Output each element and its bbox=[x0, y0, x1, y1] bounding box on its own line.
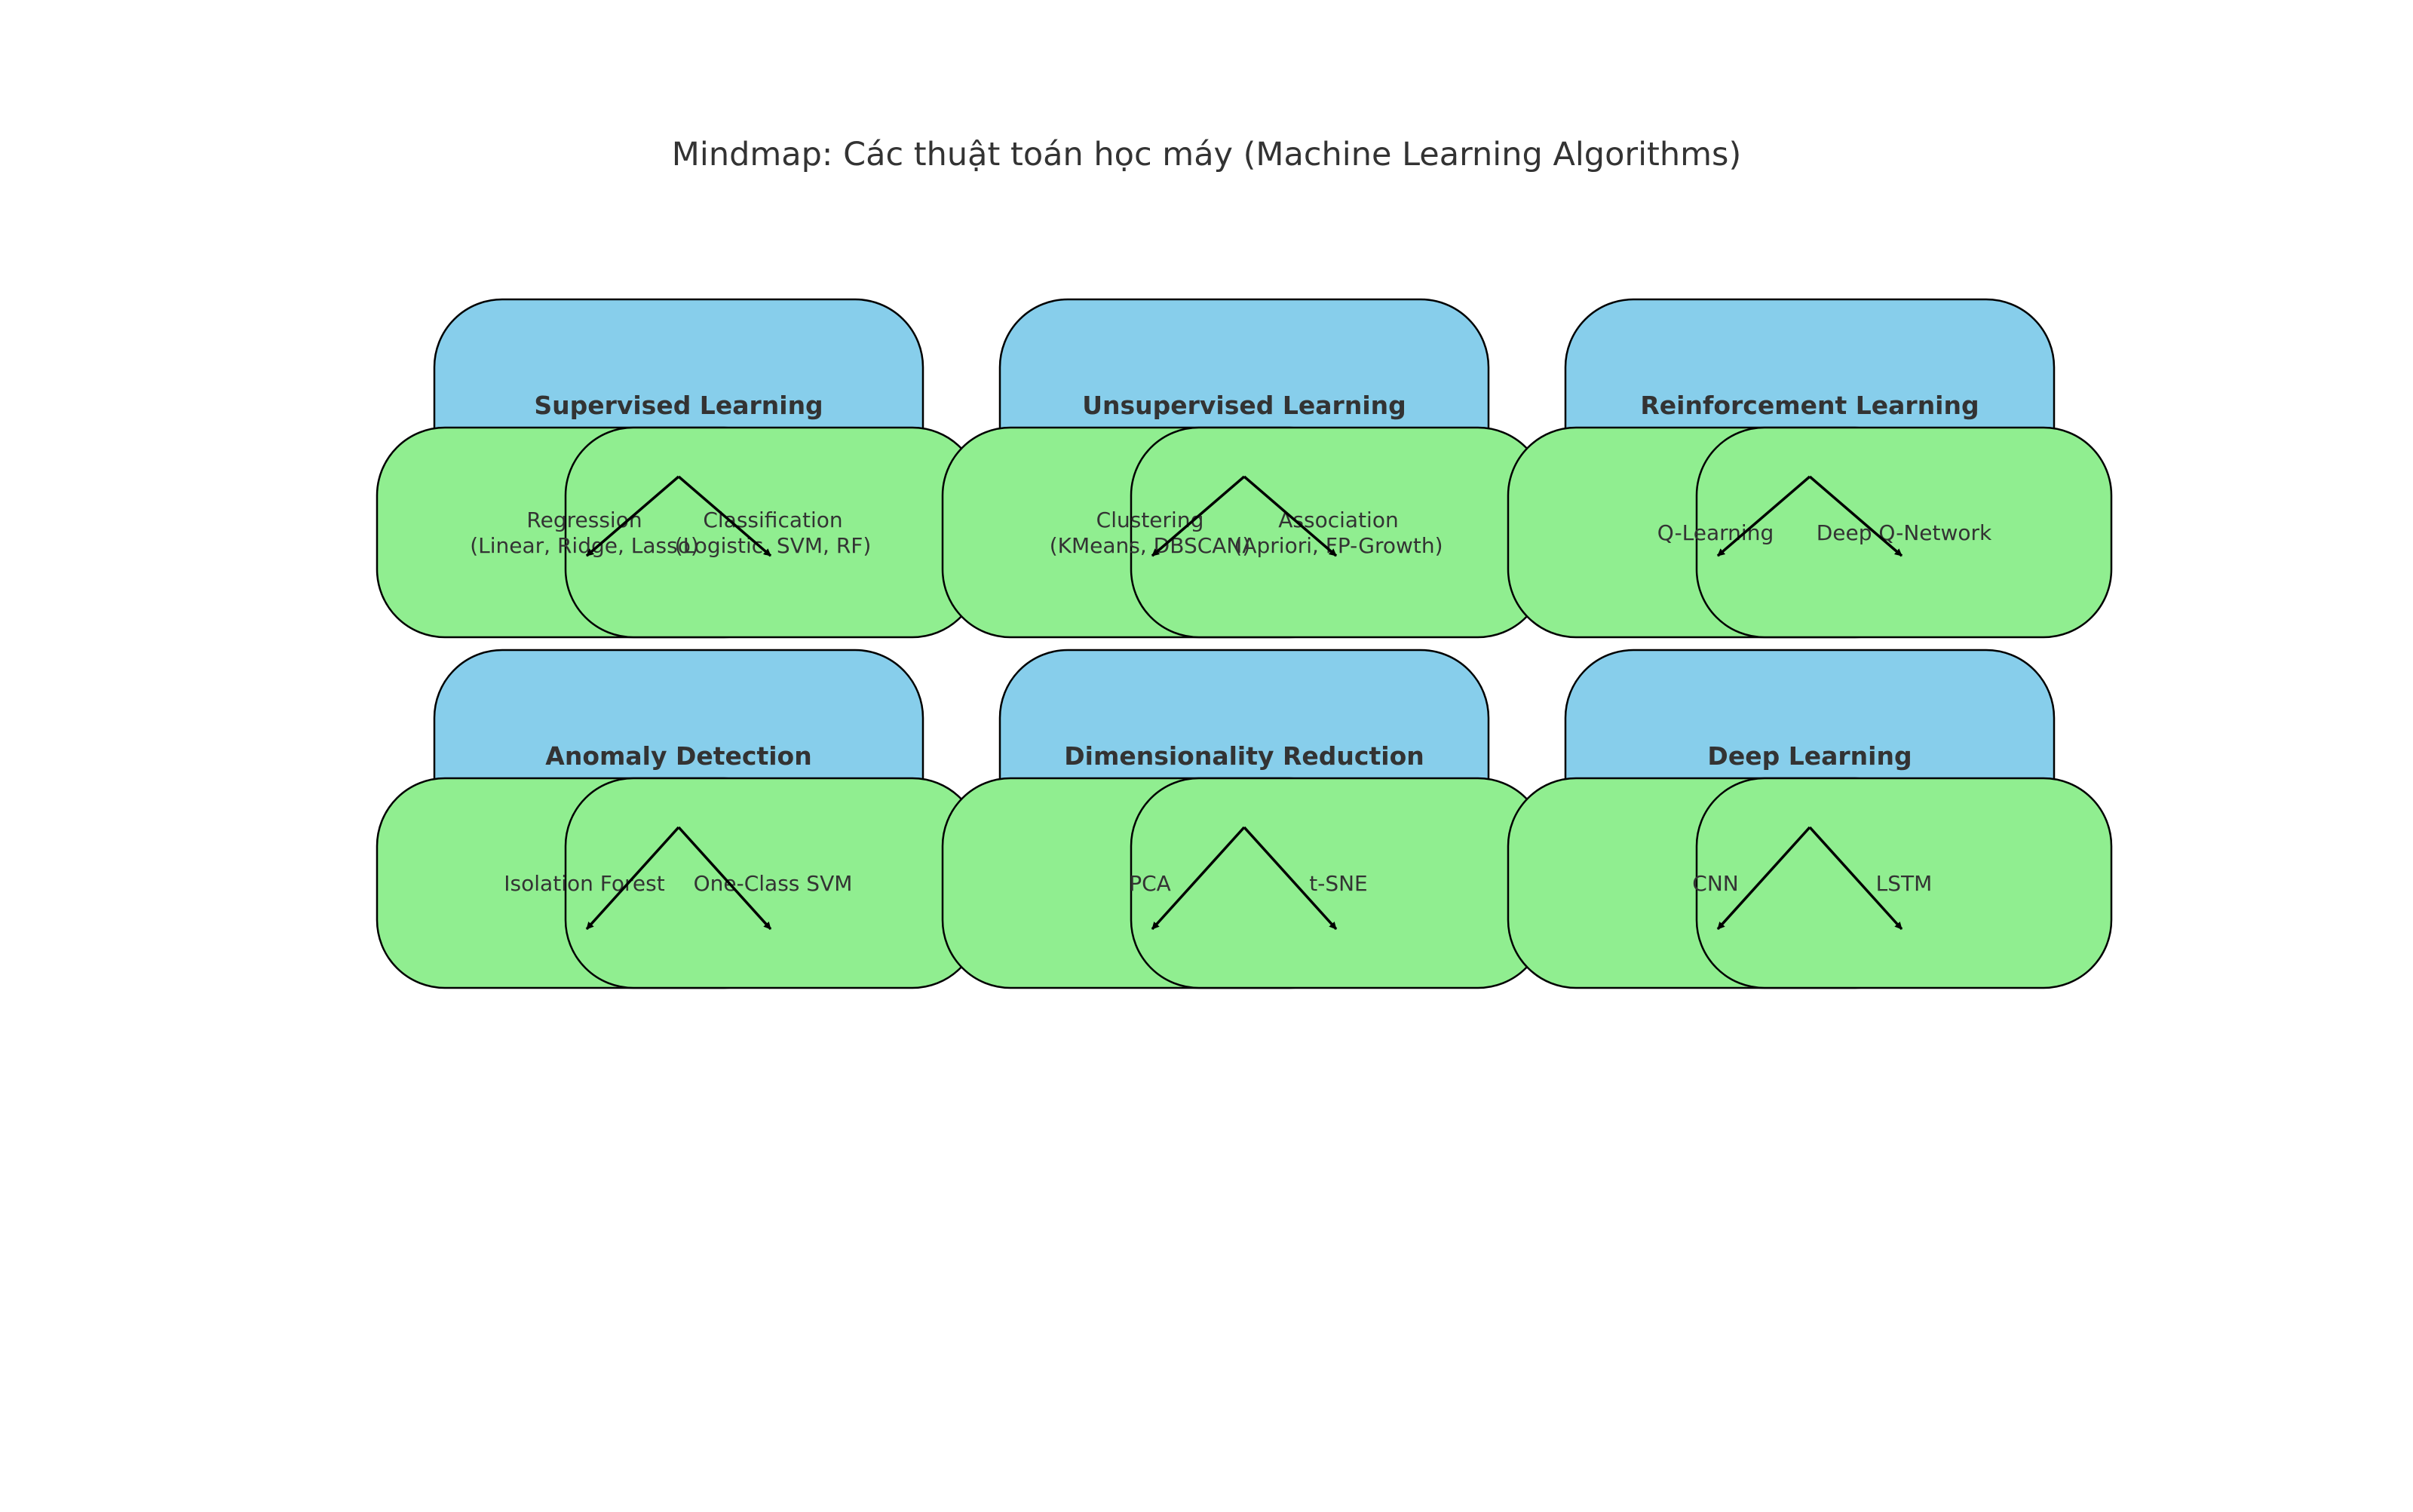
connector-arrow bbox=[1808, 826, 1903, 931]
connector-arrow bbox=[677, 475, 772, 557]
connector-arrow bbox=[1716, 475, 1811, 557]
connector-arrow bbox=[1808, 475, 1903, 557]
subtopic-label: One-Class SVM bbox=[694, 871, 853, 896]
connector-arrow bbox=[1243, 826, 1338, 931]
subtopic-box bbox=[1695, 777, 2113, 989]
category-label: Deep Learning bbox=[1707, 741, 1912, 771]
category-node-1: Unsupervised LearningClustering(KMeans, … bbox=[941, 298, 1547, 639]
subtopic-box bbox=[1695, 426, 2113, 639]
subtopic-label: LSTM bbox=[1876, 871, 1933, 896]
connector-arrow bbox=[585, 475, 680, 557]
page-title: Mindmap: Các thuật toán học máy (Machine… bbox=[671, 136, 1742, 173]
subtopic-label: t-SNE bbox=[1309, 871, 1368, 896]
connector-arrow bbox=[1151, 826, 1246, 931]
subtopic-label: PCA bbox=[1129, 871, 1171, 896]
subtopic-label: (KMeans, DBSCAN) bbox=[1050, 533, 1251, 558]
subtopic-label: Isolation Forest bbox=[504, 871, 664, 896]
connector-arrow bbox=[1716, 826, 1811, 931]
category-label: Reinforcement Learning bbox=[1640, 391, 1979, 420]
subtopic-label: Clustering bbox=[1096, 508, 1204, 532]
category-label: Supervised Learning bbox=[534, 391, 823, 420]
subtopic-label: (Apriori, FP-Growth) bbox=[1234, 533, 1443, 558]
subtopic-label: (Logistic, SVM, RF) bbox=[675, 533, 872, 558]
category-label: Dimensionality Reduction bbox=[1064, 741, 1424, 771]
subtopic-label: Deep Q-Network bbox=[1817, 520, 1992, 545]
category-label: Unsupervised Learning bbox=[1082, 391, 1406, 420]
subtopic-label: (Linear, Ridge, Lasso) bbox=[470, 533, 699, 558]
connector-arrow bbox=[1243, 475, 1338, 557]
subtopic-label: Classification bbox=[703, 508, 842, 532]
subtopic-box bbox=[564, 426, 982, 639]
connector-arrow bbox=[1151, 475, 1246, 557]
connector-arrow bbox=[677, 826, 772, 931]
subtopic-label: Association bbox=[1278, 508, 1398, 532]
subtopic-box bbox=[1130, 426, 1547, 639]
subtopic-label: Regression bbox=[526, 508, 642, 532]
connector-arrow bbox=[585, 826, 680, 931]
subtopic-label: CNN bbox=[1692, 871, 1738, 896]
category-label: Anomaly Detection bbox=[545, 741, 811, 771]
